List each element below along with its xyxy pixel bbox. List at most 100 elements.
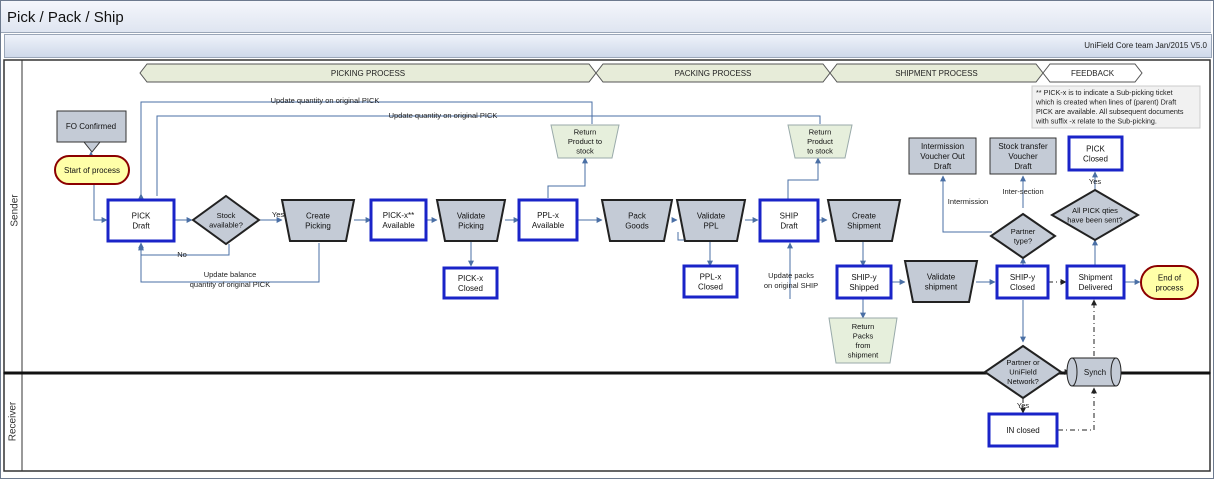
pick-closed-doc-label: PICK <box>1086 144 1105 153</box>
edge-label-update-balance: Update balance <box>204 270 257 279</box>
phase-label: PACKING PROCESS <box>675 69 752 78</box>
ship-y-shipped-doc-label: Shipped <box>849 283 878 292</box>
synch-node <box>1071 357 1117 387</box>
synch-node-label: Synch <box>1084 368 1106 377</box>
end-of-process-label: End of <box>1158 273 1182 282</box>
return-to-stock-step <box>550 124 620 159</box>
create-shipment-step-label: Create <box>852 211 877 220</box>
edge-label-update-packs: Update packs <box>768 271 814 280</box>
return-packs-step-label: Packs <box>853 331 874 340</box>
note-text: with suffix -x relate to the Sub-picking… <box>1035 117 1157 126</box>
all-pick-sent-decision-label: have been sent? <box>1067 215 1122 224</box>
start-of-process-label: Start of process <box>64 166 120 175</box>
start-of-process <box>54 155 130 185</box>
ship-draft-doc <box>758 198 820 243</box>
all-pick-sent-decision <box>1050 188 1140 242</box>
page-title: Pick / Pack / Ship <box>7 9 124 26</box>
shipment-delivered-doc-label: Shipment <box>1079 273 1114 282</box>
pick-closed-doc <box>1067 135 1124 172</box>
partner-unifield-decision <box>983 344 1063 400</box>
phase-label: FEEDBACK <box>1071 69 1115 78</box>
partner-unifield-decision-label: Network? <box>1007 377 1039 386</box>
lane-label-receiver: Receiver <box>7 401 19 442</box>
edge-label-intermission: Intermission <box>948 197 988 206</box>
fo-confirmed-node-label: FO Confirmed <box>66 122 116 131</box>
create-picking-step-label: Create <box>306 211 331 220</box>
stock-available-decision <box>191 194 261 246</box>
note-text: ** PICK-x is to indicate a Sub-picking t… <box>1036 88 1173 97</box>
validate-shipment-step <box>903 260 979 303</box>
validate-shipment-step-label: shipment <box>925 282 958 291</box>
return-to-stock-step-label: stock <box>576 147 594 156</box>
validate-ppl-step-label: PPL <box>703 221 719 230</box>
pick-draft-doc-label: PICK <box>132 211 151 220</box>
in-closed-doc <box>987 412 1059 448</box>
pick-x-closed-doc-label: PICK-x <box>458 274 483 283</box>
pack-goods-step-label: Goods <box>625 221 649 230</box>
return-to-stock-step-2 <box>787 124 853 159</box>
partner-type-decision <box>989 212 1057 260</box>
edge-label-update-qty: Update quantity on original PICK <box>271 96 380 105</box>
credit-text: UniField Core team Jan/2015 V5.0 <box>1084 41 1207 50</box>
intermission-voucher-doc <box>908 137 977 175</box>
ppl-x-available-doc-label: Available <box>532 221 565 230</box>
sub-header-bar: UniField Core team Jan/2015 V5.0 <box>4 34 1212 58</box>
pack-goods-step <box>600 199 674 242</box>
phase-label: SHIPMENT PROCESS <box>895 69 978 78</box>
pick-x-available-doc-label: PICK-x** <box>383 211 415 220</box>
fo-confirmed-pointer <box>82 141 102 153</box>
validate-picking-step <box>435 199 507 242</box>
in-closed-doc-label: IN closed <box>1006 426 1039 435</box>
create-picking-step-label: Picking <box>305 221 331 230</box>
edge-label-update-qty: Update quantity on original PICK <box>389 111 498 120</box>
intermission-voucher-doc-label: Draft <box>934 162 952 171</box>
intermission-voucher-doc-label: Intermission <box>921 142 964 151</box>
pick-draft-doc-label: Draft <box>132 221 150 230</box>
validate-ppl-step <box>675 199 747 242</box>
synch-cap <box>1110 357 1122 387</box>
edge-label-yes: Yes <box>1089 177 1101 186</box>
return-to-stock-step-label: Return <box>574 128 597 137</box>
pick-x-closed-doc-label: Closed <box>458 284 483 293</box>
return-to-stock-step-2-label: Return <box>809 128 832 137</box>
ppl-x-closed-doc-label: Closed <box>698 282 723 291</box>
end-of-process <box>1140 265 1199 300</box>
edge-label-update-packs: on original SHIP <box>764 281 818 290</box>
ship-y-closed-doc <box>995 264 1050 300</box>
ppl-x-closed-doc-label: PPL-x <box>700 272 722 281</box>
title-bar: Pick / Pack / Ship <box>1 1 1211 33</box>
ppl-x-available-doc <box>517 198 579 242</box>
fo-confirmed-node <box>56 110 127 143</box>
intermission-voucher-doc-label: Voucher Out <box>920 152 965 161</box>
stock-transfer-voucher-doc-label: Voucher <box>1008 152 1038 161</box>
return-packs-step <box>828 317 898 364</box>
pack-goods-step-label: Pack <box>628 211 647 220</box>
return-packs-step-label: from <box>856 341 871 350</box>
create-picking-step <box>280 199 356 242</box>
edge-label-update-balance: quantity of original PICK <box>190 280 270 289</box>
edge-label-inter-section: Inter-section <box>1002 187 1043 196</box>
validate-shipment-step-label: Validate <box>927 272 956 281</box>
create-shipment-step <box>826 199 902 242</box>
stock-available-decision-label: available? <box>209 220 243 229</box>
pick-x-available-doc <box>369 198 428 242</box>
pick-x-closed-doc <box>442 266 499 300</box>
edge-label-no: No <box>177 250 187 259</box>
ppl-x-closed-doc <box>682 264 739 299</box>
return-packs-step-label: shipment <box>848 350 879 359</box>
stock-transfer-voucher-doc-label: Draft <box>1014 162 1032 171</box>
ship-y-closed-doc-label: Closed <box>1010 283 1035 292</box>
phase-label: PICKING PROCESS <box>331 69 405 78</box>
note-text: which is created when lines of (parent) … <box>1035 98 1176 107</box>
pick-x-available-doc-label: Available <box>382 221 415 230</box>
note-box <box>1031 85 1201 129</box>
validate-picking-step-label: Validate <box>457 211 486 220</box>
all-pick-sent-decision-label: All PICK qties <box>1072 206 1118 215</box>
edge-label-yes: Yes <box>272 210 284 219</box>
return-to-stock-step-2-label: Product <box>807 137 834 146</box>
lane-label-sender: Sender <box>9 194 21 227</box>
partner-type-decision-label: Partner <box>1011 227 1036 236</box>
shipment-delivered-doc-label: Delivered <box>1079 283 1113 292</box>
stock-available-decision-label: Stock <box>217 211 236 220</box>
